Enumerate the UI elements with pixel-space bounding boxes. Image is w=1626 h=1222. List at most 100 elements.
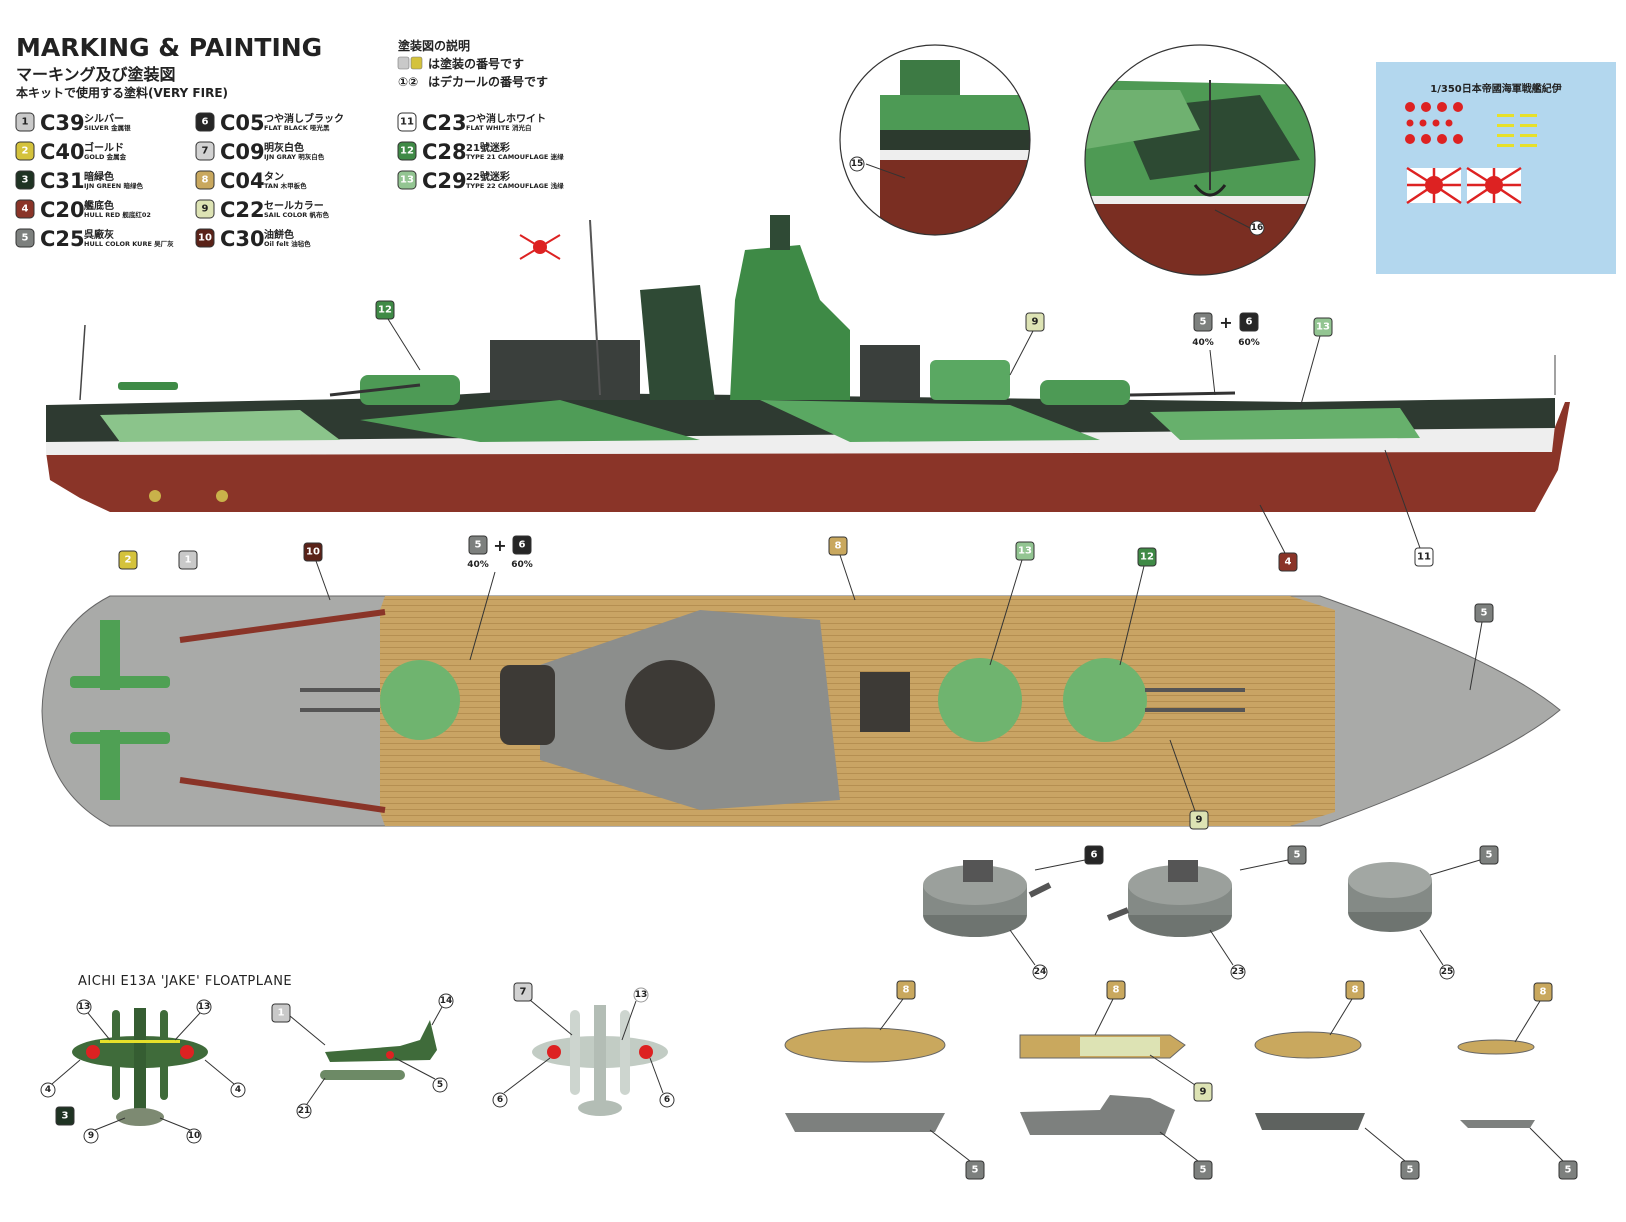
callout-boat-5a: 5	[972, 1165, 979, 1176]
mix-percent-60: 60%	[1238, 338, 1260, 348]
svg-text:5: 5	[1200, 317, 1207, 328]
floatplanes-on-deck	[70, 620, 170, 800]
callout-boat-8d: 8	[1540, 987, 1547, 998]
floatplane-title: AICHI E13A 'JAKE' FLOATPLANE	[78, 974, 292, 989]
decal-plane-6a: 6	[497, 1095, 503, 1105]
svg-text:6: 6	[519, 540, 526, 551]
decal-plane-5: 5	[437, 1080, 443, 1090]
svg-text:12: 12	[1140, 552, 1154, 563]
header: MARKING & PAINTING マーキング及び塗装図 本キットで使用する塗…	[16, 33, 322, 100]
decal-plane-6b: 6	[664, 1095, 670, 1105]
callout-side-1: 1	[178, 550, 198, 570]
callout-top-9: 9	[1189, 810, 1209, 830]
stern-detail-view: 15	[839, 44, 1031, 236]
decal-plane-9: 9	[88, 1131, 94, 1141]
callout-boat-8c: 8	[1352, 985, 1359, 996]
turret-part-23	[1106, 860, 1232, 937]
paint-number: 6	[202, 117, 209, 128]
svg-text:9: 9	[1196, 815, 1203, 826]
decal-plane-13c: 13	[635, 990, 648, 1000]
callout-top-6: 6	[512, 535, 532, 555]
paint-name-jp: 21號迷彩	[466, 141, 510, 154]
callout-boat-5d: 5	[1565, 1165, 1572, 1176]
paint-swatch	[397, 141, 417, 161]
decal-sheet-title: 1/350日本帝國海軍戦艦紀伊	[1430, 82, 1561, 95]
paint-code: C29	[422, 169, 467, 193]
paint-name-jp: 暗緑色	[84, 170, 114, 183]
paint-name-jp: タン	[264, 171, 284, 183]
callout-top-5: 5	[468, 535, 488, 555]
paint-swatch	[15, 228, 35, 248]
mix-percent-60-top: 60%	[511, 560, 533, 570]
callout-turret-5a: 5	[1294, 850, 1301, 861]
paint-name-en: HULL COLOR KURE 吴厂灰	[84, 239, 174, 248]
callout-top-13: 13	[1015, 541, 1035, 561]
callout-boat-9: 9	[1200, 1087, 1207, 1098]
callout-top-8: 8	[828, 536, 848, 556]
mix-plus-top: +	[493, 536, 506, 555]
decal-sheet: 1/350日本帝國海軍戦艦紀伊	[1376, 62, 1616, 274]
boat-3-side	[1255, 1113, 1365, 1130]
decal-plane-4b: 4	[235, 1085, 241, 1095]
svg-text:2: 2	[125, 555, 132, 566]
paint-name-jp: シルバー	[84, 113, 124, 125]
paint-number: 12	[400, 146, 414, 157]
callout-side-4: 4	[1278, 552, 1298, 572]
paint-code: C22	[220, 198, 265, 222]
decal-plane-13a: 13	[78, 1002, 91, 1012]
paint-sample-1	[397, 56, 410, 70]
paint-name-jp: セールカラー	[264, 200, 324, 212]
decal-callout-24: 24	[1034, 967, 1047, 977]
svg-text:5: 5	[1481, 608, 1488, 619]
paint-name-jp: つや消しホワイト	[466, 112, 546, 125]
paint-name-jp: 艦底色	[84, 199, 114, 212]
paint-code: C39	[40, 111, 85, 135]
legend-note-title: 塗装図の説明	[398, 38, 470, 53]
paint-number: 11	[400, 117, 414, 128]
paint-number: 8	[202, 175, 209, 186]
callout-side-5: 5	[1193, 312, 1213, 332]
callout-top-10: 10	[303, 542, 323, 562]
svg-text:6: 6	[1246, 317, 1253, 328]
paint-name-jp: 明灰白色	[264, 141, 304, 154]
boat-4-side	[1460, 1120, 1535, 1128]
paint-name-en: FLAT WHITE 消光白	[466, 123, 531, 132]
decal-callout-15: 15	[851, 159, 864, 169]
turret-top-3	[1063, 658, 1147, 742]
paint-number: 10	[198, 233, 212, 244]
callout-side-6: 6	[1239, 312, 1259, 332]
paint-name-en: SILVER 金属银	[84, 123, 131, 132]
turret-part-25	[1348, 862, 1432, 932]
decal-callout-16: 16	[1251, 223, 1264, 233]
paint-code: C28	[422, 140, 467, 164]
paint-name-en: TYPE 22 CAMOUFLAGE 浅绿	[466, 181, 564, 190]
floatplane-on-stern	[118, 382, 178, 390]
ship-boats: 8 8 8 8 9 5 5 5 5	[784, 980, 1578, 1180]
decal-callout-25: 25	[1441, 967, 1454, 977]
boat-1-top	[784, 1027, 946, 1063]
paint-name-en: SAIL COLOR 帆布色	[264, 210, 330, 219]
paint-name-jp: 油餅色	[264, 228, 294, 241]
paint-swatch	[397, 170, 417, 190]
mix-percent-40: 40%	[1192, 338, 1214, 348]
paint-name-jp: ゴールド	[84, 141, 124, 154]
ship-side-view	[46, 215, 1570, 512]
svg-text:11: 11	[1417, 552, 1431, 563]
paint-code: C09	[220, 140, 265, 164]
paint-number: 13	[400, 175, 414, 186]
paint-swatch	[397, 112, 417, 132]
decal-sample: ①②	[398, 75, 418, 89]
paint-name-en: GOLD 金属金	[84, 152, 127, 161]
callout-plane-7: 7	[520, 987, 527, 998]
paint-name-jp: 呉廠灰	[84, 228, 114, 241]
boat-3-top	[1254, 1031, 1362, 1059]
